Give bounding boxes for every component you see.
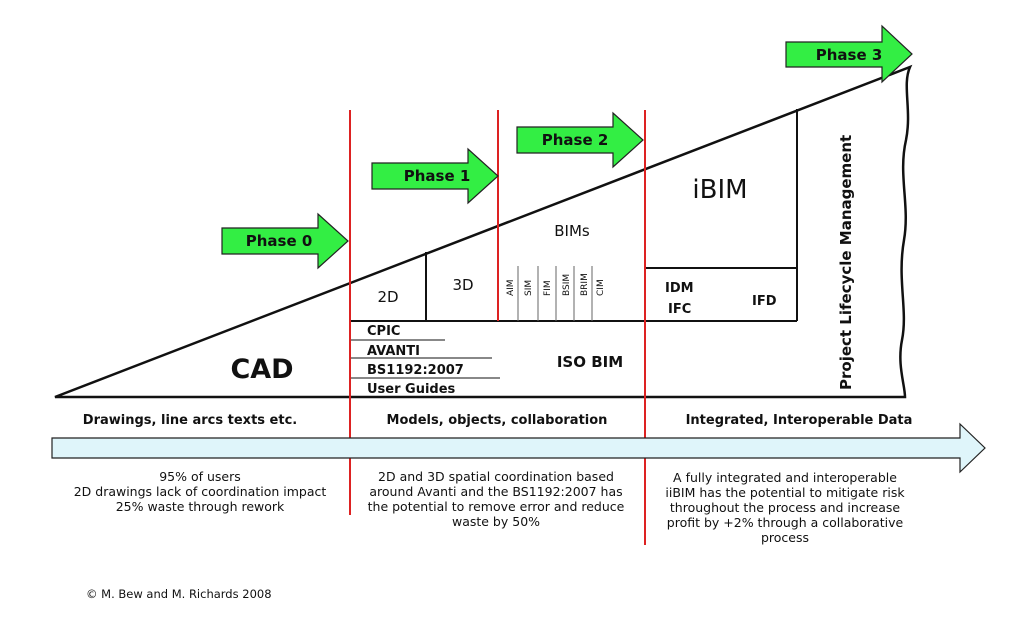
copyright: © M. Bew and M. Richards 2008 (86, 587, 272, 601)
phase-2-arrow: Phase 2 (516, 111, 644, 169)
standards-lines (350, 339, 500, 379)
bims-label: BIMs (554, 222, 590, 240)
ibim-label: iBIM (692, 175, 747, 205)
label-2d: 2D (377, 288, 398, 306)
phase-3-arrow: Phase 3 (785, 24, 913, 84)
notes-col2: 2D and 3D spatial coordination based aro… (368, 469, 625, 529)
note-col3-line: profit by +2% through a collaborative (667, 515, 904, 530)
plm-label: Project Lifecycle Management (837, 135, 855, 390)
bims-type-fim: FIM (543, 280, 553, 296)
note-col3-line: A fully integrated and interoperable (673, 470, 897, 485)
note-col1-line: 95% of users (159, 469, 241, 484)
standard-user-guides: User Guides (367, 382, 456, 397)
ifd-label: IFD (752, 294, 777, 309)
phase-dividers (349, 110, 646, 545)
notes-col1: 95% of users 2D drawings lack of coordin… (74, 469, 327, 514)
bims-type-sim: SIM (524, 280, 534, 296)
idm-label: IDM (665, 281, 694, 296)
phase-0-arrow: Phase 0 (221, 212, 349, 270)
bims-type-brim: BRIM (580, 273, 590, 296)
band-drawings: Drawings, line arcs texts etc. (83, 413, 297, 428)
cad-label: CAD (230, 354, 293, 385)
bims-type-aim: AIM (506, 279, 516, 296)
phase-2-label: Phase 2 (542, 131, 609, 149)
iso-bim-label: ISO BIM (557, 353, 623, 371)
phase-1-arrow: Phase 1 (371, 147, 499, 205)
note-col2-line: around Avanti and the BS1192:2007 has (369, 484, 622, 499)
standard-cpic: CPIC (367, 324, 400, 339)
bims-type-cim: CIM (596, 279, 606, 296)
timeline-arrow (51, 422, 986, 474)
standard-bs1192: BS1192:2007 (367, 363, 464, 378)
note-col2-line: 2D and 3D spatial coordination based (378, 469, 614, 484)
bims-type-bsim: BSIM (562, 274, 572, 296)
note-col3-line: process (761, 530, 809, 545)
notes-col3: A fully integrated and interoperable iiB… (665, 470, 905, 545)
note-col3-line: throughout the process and increase (670, 500, 901, 515)
ifc-label: IFC (668, 302, 691, 317)
note-col2-line: waste by 50% (452, 514, 540, 529)
note-col1-line: 25% waste through rework (116, 499, 285, 514)
label-3d: 3D (452, 276, 473, 294)
note-col1-line: 2D drawings lack of coordination impact (74, 484, 327, 499)
bims-dividers (517, 266, 593, 321)
note-col3-line: iiBIM has the potential to mitigate risk (665, 485, 905, 500)
bims-types: AIM SIM FIM BSIM BRIM CIM (506, 273, 606, 296)
note-col2-line: the potential to remove error and reduce (368, 499, 625, 514)
band-integrated: Integrated, Interoperable Data (686, 413, 913, 428)
maturity-triangle (54, 64, 913, 399)
band-models: Models, objects, collaboration (387, 413, 608, 428)
phase-0-label: Phase 0 (246, 232, 313, 250)
phase-3-label: Phase 3 (816, 46, 883, 64)
phase-1-label: Phase 1 (404, 167, 471, 185)
standard-avanti: AVANTI (367, 344, 420, 359)
